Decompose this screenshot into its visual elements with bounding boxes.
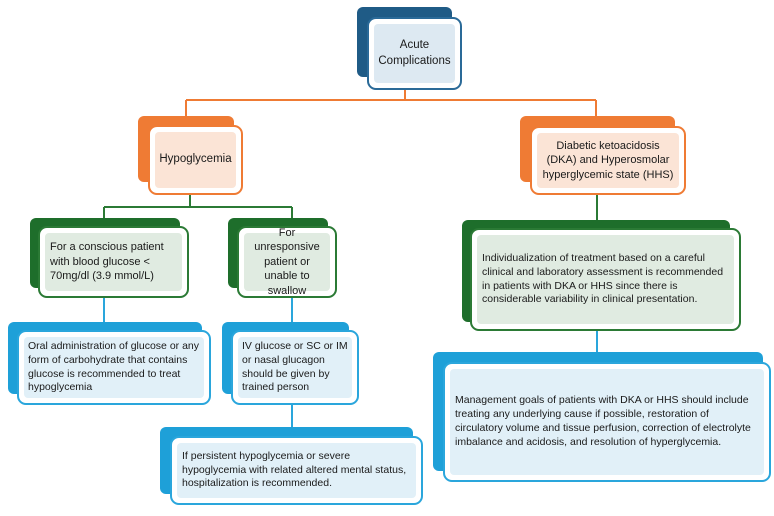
iv-glucose-node: IV glucose or SC or IM or nasal glucagon… <box>231 330 359 405</box>
dka-hhs-node: Diabetic ketoacidosis (DKA) and Hyperosm… <box>530 126 686 195</box>
individualization-text: Individualization of treatment based on … <box>477 235 734 324</box>
green-connectors <box>103 195 598 220</box>
hospitalization-node: If persistent hypoglycemia or severe hyp… <box>170 436 423 505</box>
oral-glucose-text: Oral administration of glucose or any fo… <box>24 337 204 398</box>
management-text: Management goals of patients with DKA or… <box>450 369 764 475</box>
root-connectors <box>185 90 597 116</box>
conscious-node: For a conscious patient with blood gluco… <box>38 226 189 298</box>
individualization-node: Individualization of treatment based on … <box>470 228 741 331</box>
hospitalization-text: If persistent hypoglycemia or severe hyp… <box>177 443 416 498</box>
blue-connectors <box>103 298 598 427</box>
oral-glucose-node: Oral administration of glucose or any fo… <box>17 330 211 405</box>
unresponsive-node: For unresponsive patient or unable to sw… <box>237 226 337 298</box>
management-node: Management goals of patients with DKA or… <box>443 362 771 482</box>
hypoglycemia-label: Hypoglycemia <box>155 132 236 188</box>
root-node-label: Acute Complications <box>374 24 455 83</box>
iv-glucose-text: IV glucose or SC or IM or nasal glucagon… <box>238 337 352 398</box>
dka-hhs-label: Diabetic ketoacidosis (DKA) and Hyperosm… <box>537 133 679 188</box>
hypoglycemia-node: Hypoglycemia <box>148 125 243 195</box>
unresponsive-label: For unresponsive patient or unable to sw… <box>244 227 330 297</box>
root-node: Acute Complications <box>367 17 462 90</box>
conscious-label: For a conscious patient with blood gluco… <box>45 233 182 291</box>
